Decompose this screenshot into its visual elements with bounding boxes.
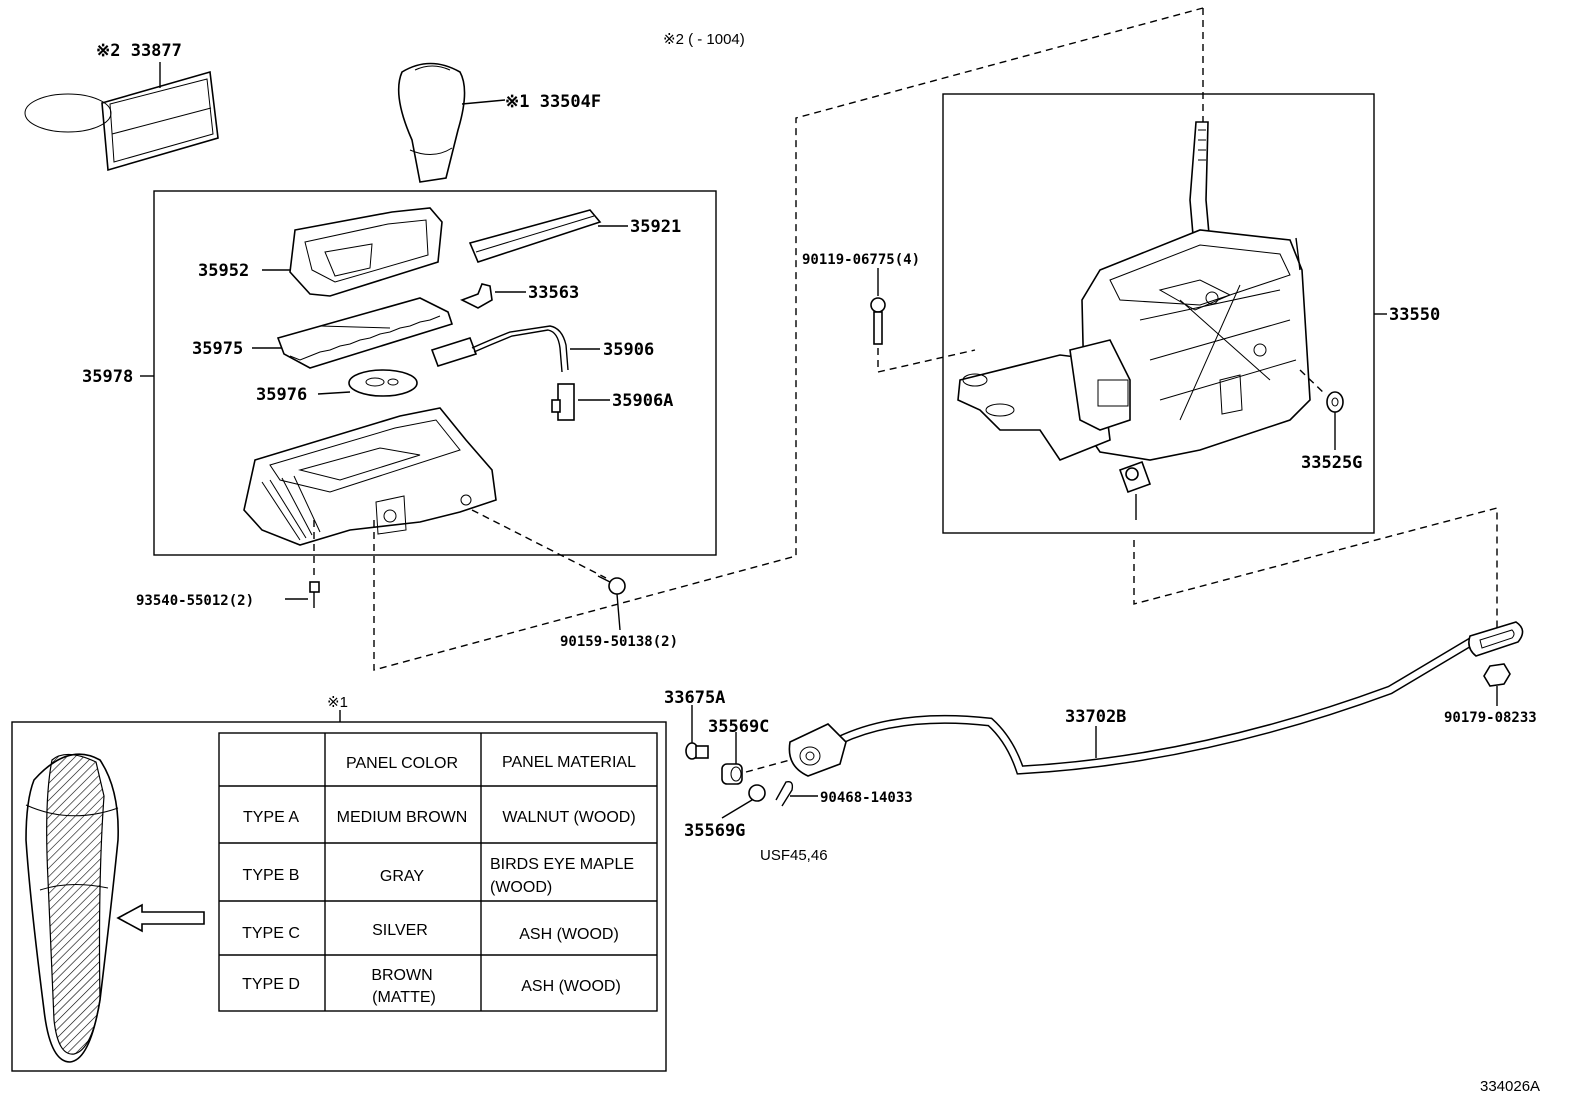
callout-35975: 35975 — [192, 339, 243, 359]
part-35975-slide-panel — [276, 297, 454, 369]
table-cell-color: (MATTE) — [372, 989, 436, 1006]
panel-type-table: PANEL COLOR PANEL MATERIAL TYPE A MEDIUM… — [218, 732, 658, 1012]
callout-90119-06775: 90119-06775(4) — [802, 252, 920, 268]
leader-dashed-cable — [1133, 507, 1498, 632]
knob-panel-illustration — [25, 753, 119, 1063]
table-header-panel-color: PANEL COLOR — [346, 755, 458, 772]
part-33877-plate — [24, 62, 219, 172]
part-35569C-bushing — [721, 732, 791, 785]
note-usf: USF45,46 — [760, 847, 828, 864]
part-console-housing — [243, 407, 497, 546]
part-35906-indicator-harness — [430, 325, 569, 373]
part-35569G-bushing — [721, 784, 766, 819]
assembly-box-35978 — [153, 190, 717, 556]
callout-35906A: 35906A — [612, 391, 673, 411]
callout-35569G: 35569G — [684, 821, 745, 841]
table-header-panel-material: PANEL MATERIAL — [502, 754, 636, 771]
part-33504F-shift-knob — [397, 62, 506, 183]
note-1-box — [11, 721, 667, 1072]
callout-33550: 33550 — [1389, 305, 1440, 325]
table-cell-type: TYPE C — [242, 925, 300, 942]
part-33675A-pin — [685, 705, 709, 760]
table-cell-type: TYPE B — [243, 867, 300, 884]
note-2-header: ※2 ( - 1004) — [663, 31, 745, 48]
table-cell-material: BIRDS EYE MAPLE — [490, 856, 634, 873]
part-33563-clip — [460, 283, 493, 309]
table-cell-material: ASH (WOOD) — [519, 926, 619, 943]
part-33702B-shift-cable — [788, 621, 1524, 777]
figure-code: 334026A — [1480, 1078, 1540, 1095]
part-90468-clip — [775, 780, 818, 807]
part-33550-shift-lever-assembly — [957, 121, 1311, 520]
table-cell-color: SILVER — [372, 922, 428, 939]
callout-33702B: 33702B — [1065, 707, 1126, 727]
part-90179-nut — [1483, 663, 1511, 706]
callout-33504F: ※1 33504F — [505, 92, 601, 112]
part-93540-screw — [309, 520, 320, 608]
leader-dashed-note2 — [373, 7, 1204, 671]
part-90159-bolt — [471, 509, 626, 631]
table-cell-color: GRAY — [380, 868, 424, 885]
callout-33525G: 33525G — [1301, 453, 1362, 473]
callout-35976: 35976 — [256, 385, 307, 405]
callout-90159-50138: 90159-50138(2) — [560, 634, 678, 650]
callout-93540-55012: 93540-55012(2) — [136, 593, 254, 609]
callout-35569C: 35569C — [708, 717, 769, 737]
callout-33563: 33563 — [528, 283, 579, 303]
table-cell-material: ASH (WOOD) — [521, 978, 621, 995]
table-cell-type: TYPE A — [243, 809, 299, 826]
callout-90468-14033: 90468-14033 — [820, 790, 913, 806]
callout-90179-08233: 90179-08233 — [1444, 710, 1537, 726]
part-35906A-connector — [551, 383, 575, 421]
part-35976-cover-disc — [348, 369, 418, 397]
callout-35952: 35952 — [198, 261, 249, 281]
arrow-left-icon — [116, 903, 205, 933]
part-35921-strip — [468, 209, 602, 263]
part-35952-bezel — [289, 207, 443, 297]
callout-35906: 35906 — [603, 340, 654, 360]
table-cell-type: TYPE D — [242, 976, 300, 993]
callout-33675A: 33675A — [664, 688, 725, 708]
part-90119-bolt — [870, 297, 976, 373]
table-cell-material: (WOOD) — [490, 879, 552, 896]
callout-33877: ※2 33877 — [96, 41, 182, 61]
table-cell-color: MEDIUM BROWN — [337, 809, 468, 826]
table-cell-material: WALNUT (WOOD) — [502, 809, 635, 826]
callout-35978: 35978 — [82, 367, 133, 387]
table-cell-color: BROWN — [371, 967, 432, 984]
note-1-marker: ※1 — [327, 694, 348, 711]
part-33525G-washer — [1299, 369, 1344, 450]
callout-35921: 35921 — [630, 217, 681, 237]
